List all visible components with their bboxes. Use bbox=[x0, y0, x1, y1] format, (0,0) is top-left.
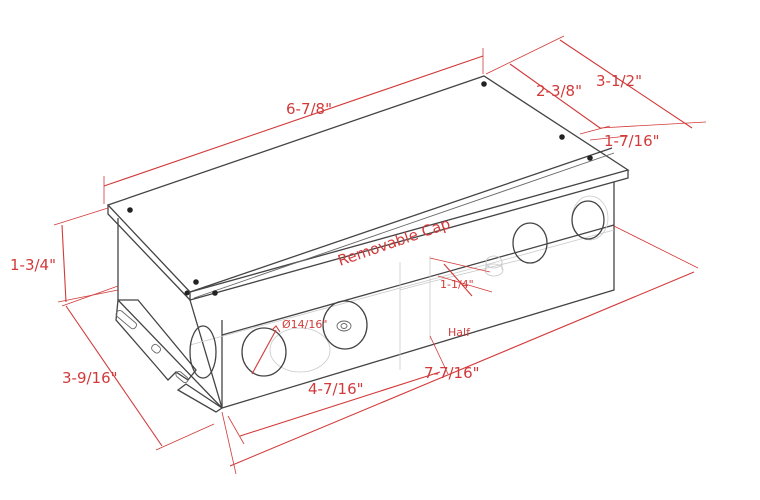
screw-icon bbox=[193, 279, 199, 285]
knockout-front-1 bbox=[241, 327, 287, 377]
dim-knockout-diameter: Ø14/16" bbox=[282, 318, 327, 331]
dim-flange-width: 3-9/16" bbox=[62, 369, 118, 387]
screw-icon bbox=[127, 207, 133, 213]
knockouts bbox=[189, 200, 605, 379]
hidden-lines bbox=[189, 195, 615, 373]
label-half: Half bbox=[448, 326, 471, 339]
dim-width-cap: 2-3/8" bbox=[536, 82, 582, 100]
screw-icon bbox=[481, 81, 487, 87]
dim-cap-offset: 1-7/16" bbox=[604, 132, 660, 150]
box-body bbox=[106, 75, 630, 413]
screw-icon bbox=[184, 290, 190, 296]
dim-width-total: 3-1/2" bbox=[596, 72, 642, 90]
knockout-front-3 bbox=[512, 222, 548, 264]
dimension-lines bbox=[53, 35, 707, 475]
lid-screws bbox=[127, 81, 593, 296]
knockout-front-2 bbox=[322, 300, 368, 350]
knockout-end bbox=[189, 325, 217, 379]
dim-total-length: 7-7/16" bbox=[424, 364, 480, 382]
dim-knockout-height: 1-1/4" bbox=[440, 278, 474, 291]
dim-height: 1-3/4" bbox=[10, 256, 56, 274]
dim-half-length: 4-7/16" bbox=[308, 380, 364, 398]
screw-icon bbox=[559, 134, 565, 140]
screw-icon bbox=[587, 155, 593, 161]
screw-icon bbox=[212, 290, 218, 296]
knockout-front-4 bbox=[571, 200, 605, 240]
dim-length-top: 6-7/8" bbox=[286, 100, 332, 118]
